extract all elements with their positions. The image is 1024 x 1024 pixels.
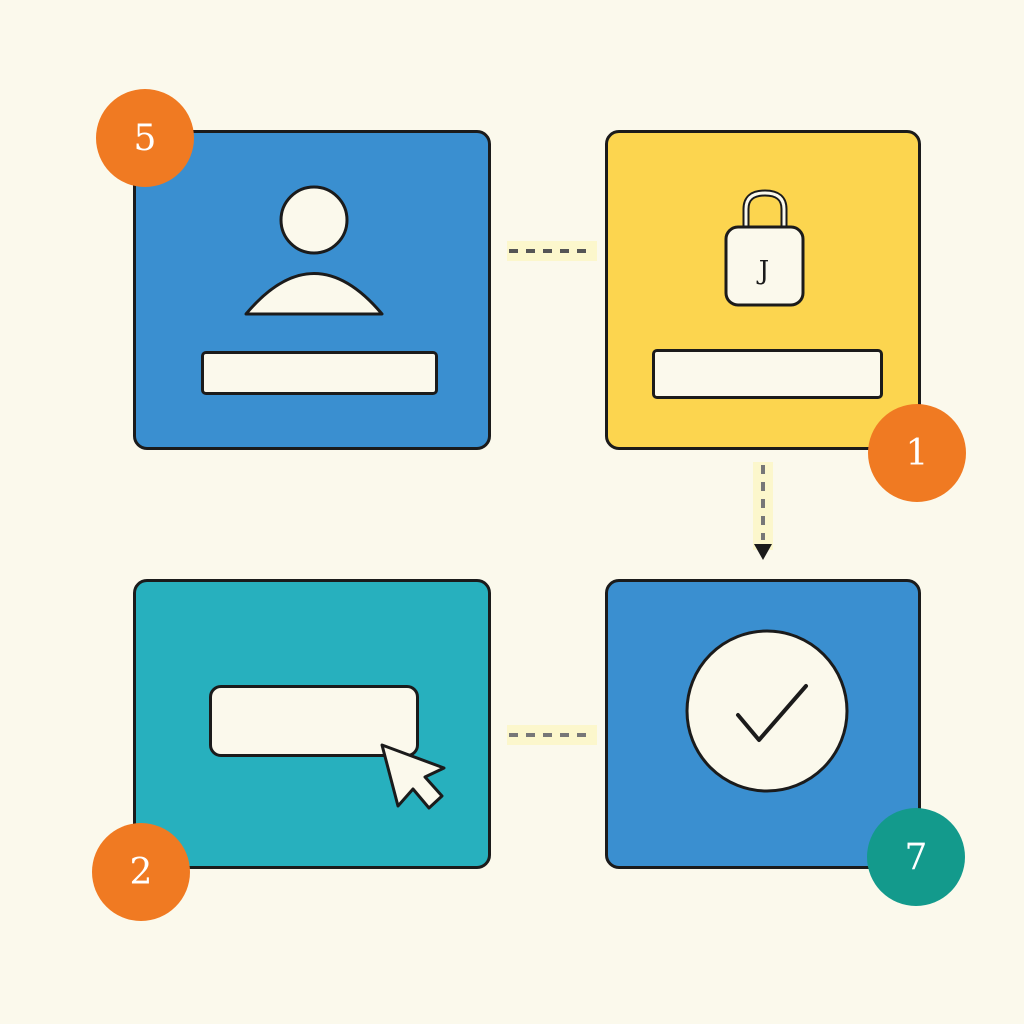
cursor-icon	[380, 743, 446, 810]
input-panel	[133, 579, 491, 869]
password-field[interactable]	[652, 349, 883, 399]
username-field[interactable]	[201, 351, 438, 395]
step-badge: 7	[867, 808, 965, 906]
success-panel	[605, 579, 921, 869]
arrowhead-icon	[754, 544, 772, 560]
checkmark-icon	[685, 629, 849, 793]
step-badge: 5	[96, 89, 194, 187]
user-profile-panel	[133, 130, 491, 450]
step-badge: 2	[92, 823, 190, 921]
step-badge: 1	[868, 404, 966, 502]
user-icon	[244, 185, 384, 316]
lock-keyhole-glyph: J	[756, 256, 769, 286]
lock-icon: J	[724, 189, 805, 307]
password-panel: J	[605, 130, 921, 450]
